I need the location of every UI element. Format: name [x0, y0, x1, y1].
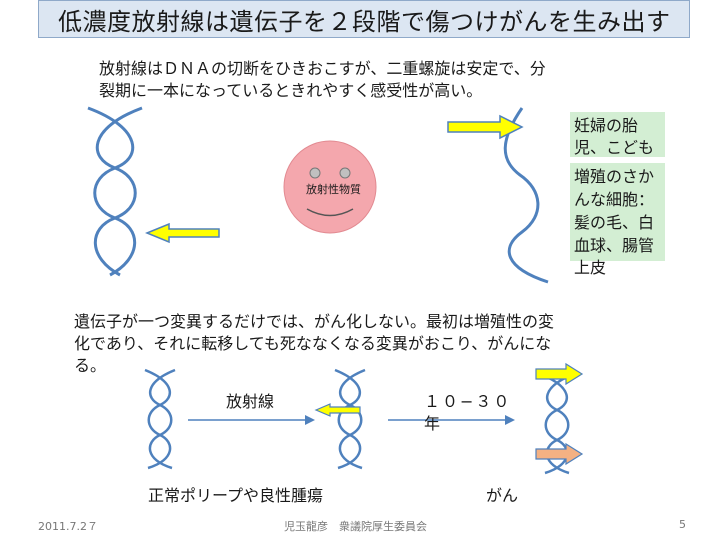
footer-page-number: 5 [679, 518, 686, 531]
face-label: 放射性物質 [306, 183, 361, 196]
dna-helix-mutated [334, 368, 366, 470]
slide-title: 低濃度放射線は遺伝子を２段階で傷つけがんを生み出す [58, 8, 671, 36]
mutation-arrow-stage3-bottom [535, 442, 584, 466]
radiation-arrow-left [145, 222, 220, 244]
sensitive-2-line-4: 血球、腸管 [574, 236, 655, 255]
step-line-1: 遺伝子が一つ変異するだけでは、がん化しない。最初は増殖性の変 [74, 312, 555, 331]
radiation-arrow-right [447, 114, 524, 140]
dna-helix-normal [144, 368, 176, 470]
radioactive-face-icon [283, 140, 377, 234]
flow-arrow-1 [188, 415, 315, 425]
arrow2-label-line-2: 年 [424, 414, 441, 433]
sensitive-2-line-5: 上皮 [574, 258, 607, 277]
flow-arrow-2 [388, 415, 515, 425]
arrow1-label: 放射線 [226, 392, 275, 411]
dna-single-strand [503, 107, 549, 284]
arrow2-label-line-1: １０−３０ [424, 392, 512, 411]
intro-line-2: 裂期に一本になっているときれやすく感受性が高い。 [99, 81, 483, 100]
sensitive-2-line-2: んな細胞： [574, 190, 655, 209]
intro-line-1: 放射線はＤＮＡの切断をひきおこすが、二重螺旋は安定で、分 [99, 59, 546, 78]
step-line-2: 化であり、それに転移しても死ななくなる変異がおこり、がんにな [74, 334, 552, 353]
footer-author: 児玉龍彦 衆議院厚生委員会 [284, 520, 427, 533]
mutation-arrow-stage3-top [535, 362, 584, 386]
dna-double-helix-large [87, 106, 143, 277]
footer-date: 2011.7.2７ [38, 520, 98, 533]
sensitive-1-line-1: 妊婦の胎 [574, 116, 639, 135]
sensitive-box-2 [570, 163, 665, 261]
stage1-label: 正常ポリープや良性腫瘍 [148, 486, 324, 505]
sensitive-2-line-1: 増殖のさか [574, 167, 655, 186]
sensitive-1-line-2: 児、こども [574, 138, 655, 157]
mutation-arrow-stage2 [314, 403, 361, 417]
step-line-3: る。 [74, 356, 107, 375]
title-banner [38, 0, 690, 38]
sensitive-2-line-3: 髪の毛、白 [574, 213, 655, 232]
sensitive-box-1 [570, 112, 665, 157]
stage2-label: がん [486, 486, 519, 505]
